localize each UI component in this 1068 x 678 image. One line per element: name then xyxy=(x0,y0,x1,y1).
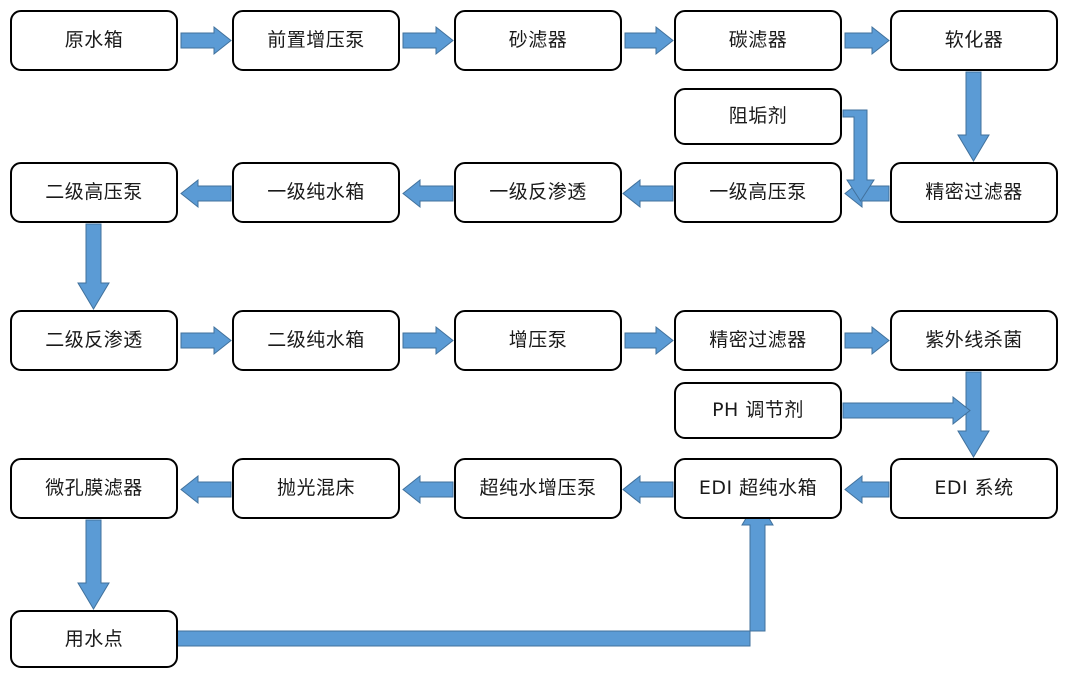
arrow-booster-pump--precision-filter-2 xyxy=(624,325,674,356)
node-label: 阻垢剂 xyxy=(728,105,788,128)
arrow-first-pure-water-tank--second-hp-pump xyxy=(180,178,232,209)
node-sand-filter[interactable]: 砂滤器 xyxy=(454,10,622,71)
node-label: PH 调节剂 xyxy=(712,399,804,422)
arrow-sand-filter--carbon-filter xyxy=(624,25,674,56)
node-second-hp-pump[interactable]: 二级高压泵 xyxy=(10,162,178,223)
node-upw-booster-pump[interactable]: 超纯水增压泵 xyxy=(454,458,622,519)
arrow-second-ro--second-pure-water-tank xyxy=(180,325,232,356)
node-label: 二级反渗透 xyxy=(45,329,143,352)
node-label: 二级纯水箱 xyxy=(267,329,365,352)
arrow-upw-booster-pump--polishing-mixed-bed xyxy=(402,474,454,505)
node-label: 一级反渗透 xyxy=(489,181,587,204)
node-label: EDI 超纯水箱 xyxy=(698,477,818,500)
node-label: 精密过滤器 xyxy=(925,181,1023,204)
arrow-pre-booster-pump--sand-filter xyxy=(402,25,454,56)
node-edi-system[interactable]: EDI 系统 xyxy=(890,458,1058,519)
node-antiscalant[interactable]: 阻垢剂 xyxy=(674,88,842,145)
arrow-microporous-filter--point-of-use xyxy=(77,519,110,610)
node-label: 软化器 xyxy=(944,29,1004,52)
arrow-uv-sterilizer--edi-system xyxy=(957,371,990,458)
node-point-of-use[interactable]: 用水点 xyxy=(10,610,178,668)
node-precision-filter-1[interactable]: 精密过滤器 xyxy=(890,162,1058,223)
arrow-carbon-filter--softener xyxy=(844,25,890,56)
arrow-first-hp-pump--first-ro xyxy=(622,178,674,209)
arrow-polishing-mixed-bed--microporous-filter xyxy=(180,474,232,505)
node-label: EDI 系统 xyxy=(934,477,1014,500)
node-label: 前置增压泵 xyxy=(267,29,365,52)
node-softener[interactable]: 软化器 xyxy=(890,10,1058,71)
node-precision-filter-2[interactable]: 精密过滤器 xyxy=(674,310,842,371)
arrow-antiscalant--first-hp-pump xyxy=(842,109,875,202)
node-label: 二级高压泵 xyxy=(45,181,143,204)
arrow-point-of-use--edi-upw-tank xyxy=(176,498,774,647)
node-label: 一级纯水箱 xyxy=(267,181,365,204)
arrow-precision-filter-2--uv-sterilizer xyxy=(844,325,890,356)
node-polishing-mixed-bed[interactable]: 抛光混床 xyxy=(232,458,400,519)
node-label: 微孔膜滤器 xyxy=(45,477,143,500)
node-label: 抛光混床 xyxy=(276,477,355,500)
node-second-pure-water-tank[interactable]: 二级纯水箱 xyxy=(232,310,400,371)
arrow-first-ro--first-pure-water-tank xyxy=(402,178,454,209)
node-raw-water-tank[interactable]: 原水箱 xyxy=(10,10,178,71)
arrow-second-hp-pump--second-ro xyxy=(77,223,110,310)
node-label: 原水箱 xyxy=(64,29,124,52)
arrow-precision-filter-1--first-hp-pump xyxy=(844,178,890,209)
arrow-softener--precision-filter-1 xyxy=(957,71,990,162)
node-pre-booster-pump[interactable]: 前置增压泵 xyxy=(232,10,400,71)
node-label: 一级高压泵 xyxy=(709,181,807,204)
node-carbon-filter[interactable]: 碳滤器 xyxy=(674,10,842,71)
node-uv-sterilizer[interactable]: 紫外线杀菌 xyxy=(890,310,1058,371)
node-label: 增压泵 xyxy=(508,329,568,352)
arrow-second-pure-water-tank--booster-pump xyxy=(402,325,454,356)
node-label: 用水点 xyxy=(64,627,124,650)
node-first-pure-water-tank[interactable]: 一级纯水箱 xyxy=(232,162,400,223)
node-label: 精密过滤器 xyxy=(709,329,807,352)
node-ph-adjuster[interactable]: PH 调节剂 xyxy=(674,382,842,439)
arrow-raw-water-tank--pre-booster-pump xyxy=(180,25,232,56)
node-label: 碳滤器 xyxy=(728,29,788,52)
node-label: 砂滤器 xyxy=(508,29,568,52)
arrow-edi-system--edi-upw-tank xyxy=(844,474,890,505)
arrow-edi-upw-tank--upw-booster-pump xyxy=(622,474,674,505)
node-label: 紫外线杀菌 xyxy=(925,329,1023,352)
node-microporous-filter[interactable]: 微孔膜滤器 xyxy=(10,458,178,519)
node-first-ro[interactable]: 一级反渗透 xyxy=(454,162,622,223)
arrow-ph-adjuster--edi-system xyxy=(842,395,971,426)
node-edi-upw-tank[interactable]: EDI 超纯水箱 xyxy=(674,458,842,519)
node-label: 超纯水增压泵 xyxy=(479,477,597,500)
node-first-hp-pump[interactable]: 一级高压泵 xyxy=(674,162,842,223)
node-booster-pump[interactable]: 增压泵 xyxy=(454,310,622,371)
node-second-ro[interactable]: 二级反渗透 xyxy=(10,310,178,371)
